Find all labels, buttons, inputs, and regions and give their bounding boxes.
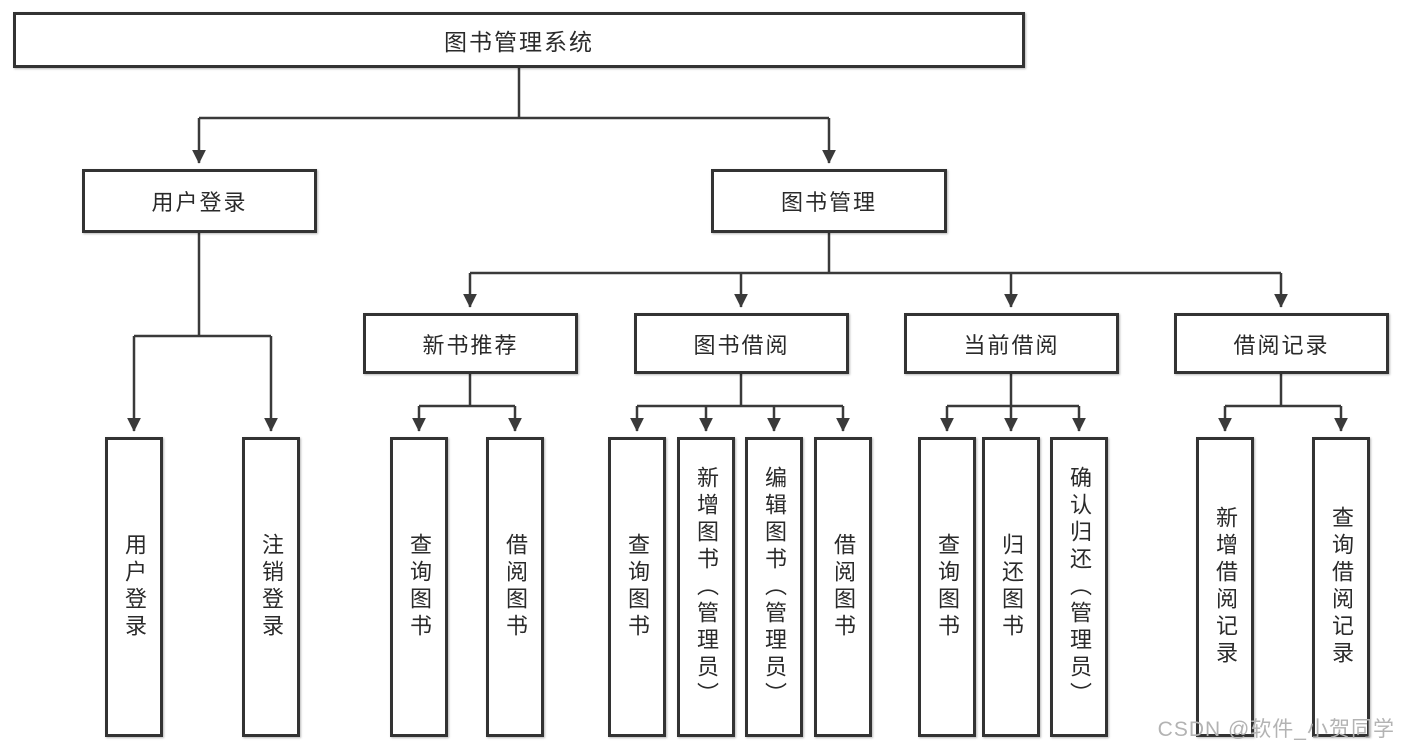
leaf-borrow-query-books: 查询图书 bbox=[608, 437, 666, 737]
watermark: CSDN @软件_小贺同学 bbox=[1157, 718, 1395, 741]
leaf-recommend-query-books: 查询图书 bbox=[390, 437, 448, 737]
node-current-borrow: 当前借阅 bbox=[904, 313, 1119, 374]
leaf-borrow-add-books-admin: 新增图书（管理员） bbox=[677, 437, 735, 737]
node-borrow-records: 借阅记录 bbox=[1174, 313, 1389, 374]
node-book-borrow: 图书借阅 bbox=[634, 313, 849, 374]
leaf-borrow-edit-books-admin: 编辑图书（管理员） bbox=[745, 437, 803, 737]
leaf-user-login: 用户登录 bbox=[105, 437, 163, 737]
leaf-logout: 注销登录 bbox=[242, 437, 300, 737]
root-node-library-management-system: 图书管理系统 bbox=[13, 12, 1025, 68]
leaf-current-confirm-return-admin: 确认归还（管理员） bbox=[1050, 437, 1108, 737]
node-user-login: 用户登录 bbox=[82, 169, 317, 233]
leaf-records-add-record: 新增借阅记录 bbox=[1196, 437, 1254, 737]
leaf-records-query-record: 查询借阅记录 bbox=[1312, 437, 1370, 737]
leaf-borrow-borrow-books: 借阅图书 bbox=[814, 437, 872, 737]
leaf-recommend-borrow-books: 借阅图书 bbox=[486, 437, 544, 737]
leaf-current-return-books: 归还图书 bbox=[982, 437, 1040, 737]
node-book-management: 图书管理 bbox=[711, 169, 947, 233]
leaf-current-query-books: 查询图书 bbox=[918, 437, 976, 737]
node-new-book-recommend: 新书推荐 bbox=[363, 313, 578, 374]
